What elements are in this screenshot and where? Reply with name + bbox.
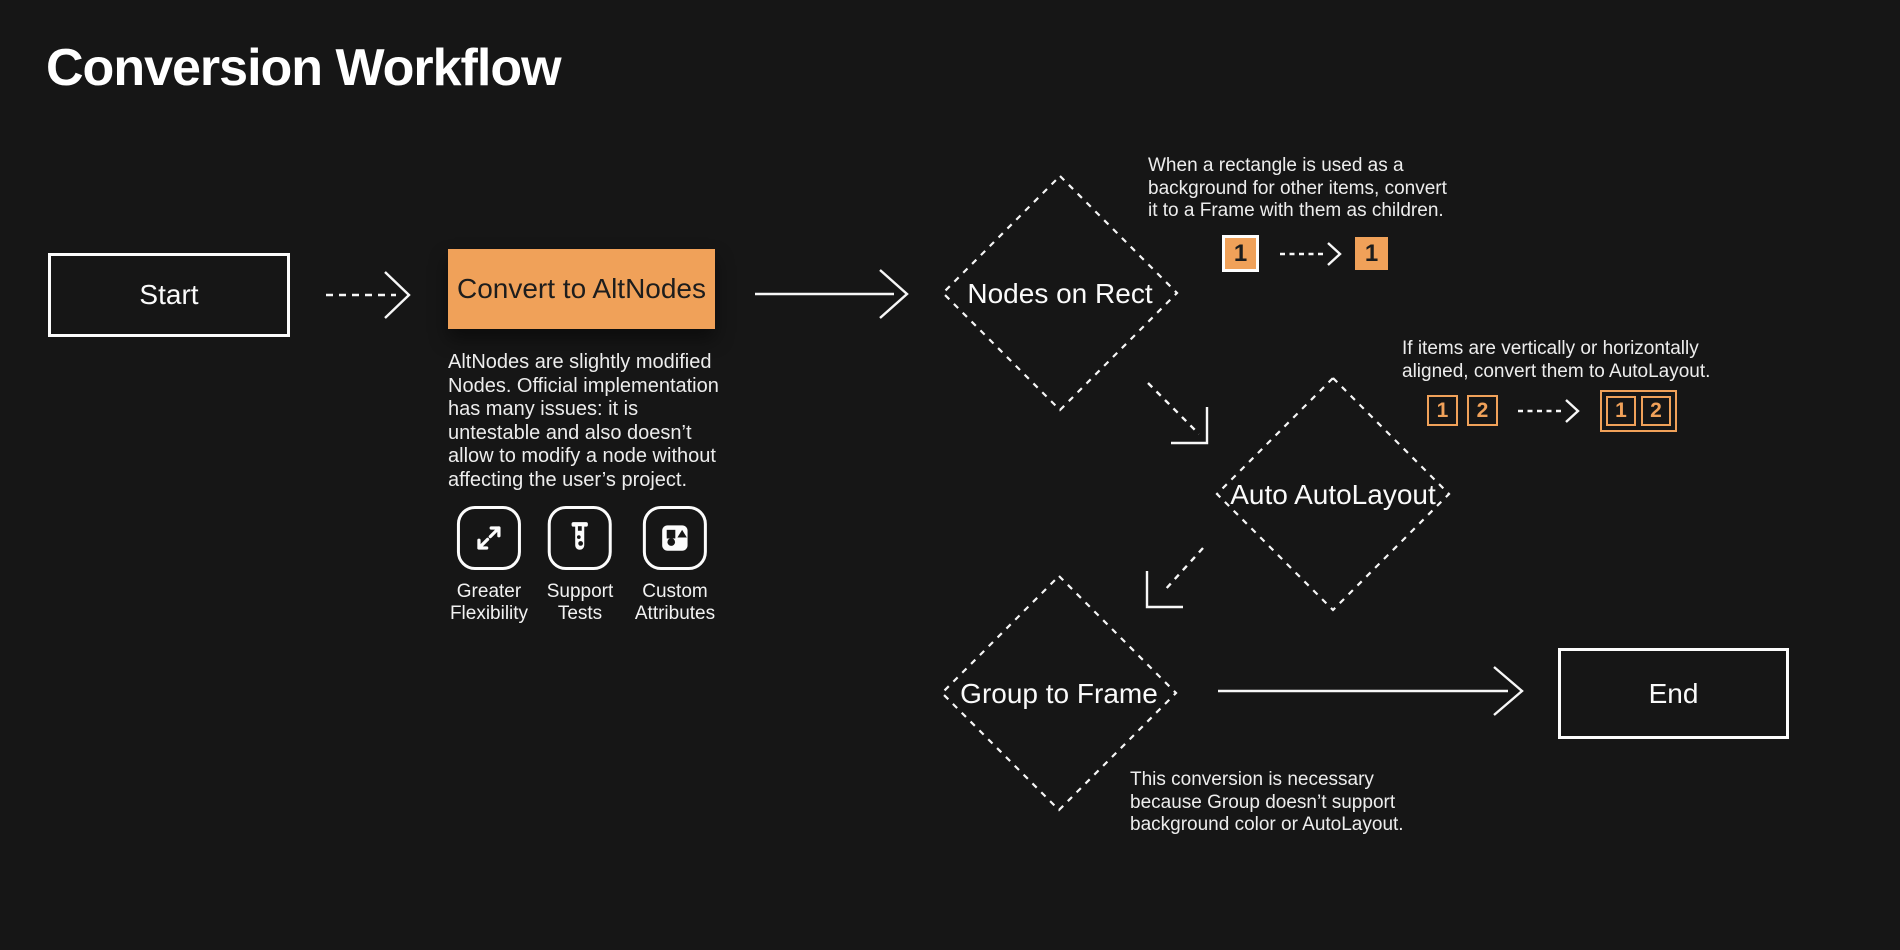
feature-label: Support Tests [546, 581, 614, 624]
rect-with-item-before: 1 [1222, 235, 1259, 272]
item-number: 2 [1650, 399, 1662, 422]
arrow-group-to-frame-to-end [1218, 666, 1524, 716]
autolayout-group: 1 2 [1600, 390, 1677, 432]
end-label: End [1648, 677, 1699, 709]
autolayout-example-arrow [1518, 399, 1580, 423]
start-node[interactable]: Start [48, 253, 290, 337]
feature-tile [547, 506, 612, 570]
feature-tile [457, 506, 521, 570]
altnodes-description: AltNodes are slightly modified Nodes. Of… [448, 351, 719, 491]
arrow-auto-autolayout-to-group-to-frame [1145, 547, 1204, 609]
start-label: Start [139, 279, 199, 310]
feature-label: Greater Flexibility [449, 581, 529, 624]
frame-with-item-after: 1 [1355, 237, 1388, 270]
nodes-on-rect-label: Nodes on Rect [967, 278, 1153, 309]
auto-autolayout-note: If items are vertically or horizontally … [1402, 338, 1711, 382]
feature-support-tests: Support Tests [546, 506, 614, 625]
arrow-start-to-convert [326, 271, 411, 319]
loose-item-2: 2 [1467, 395, 1498, 426]
feature-greater-flexibility: Greater Flexibility [450, 506, 528, 625]
item-number: 1 [1436, 398, 1449, 422]
arrow-nodes-on-rect-to-auto-autolayout [1147, 382, 1209, 445]
feature-label: Custom Attributes [634, 581, 716, 624]
end-node[interactable]: End [1558, 648, 1789, 739]
test-tube-icon [571, 522, 589, 550]
feature-custom-attributes: Custom Attributes [635, 506, 715, 625]
grouped-item-2: 2 [1641, 396, 1671, 426]
convert-label: Convert to AltNodes [456, 273, 707, 304]
grouped-item-1: 1 [1606, 396, 1636, 426]
loose-item-1: 1 [1427, 395, 1458, 426]
convert-node[interactable]: Convert to AltNodes [448, 249, 715, 329]
item-number: 1 [1615, 399, 1627, 422]
auto-autolayout-label: Auto AutoLayout [1230, 479, 1436, 510]
rect-example-arrow [1280, 242, 1342, 266]
group-to-frame-label: Group to Frame [960, 678, 1158, 709]
expand-icon [477, 526, 501, 550]
page-title: Conversion Workflow [46, 39, 562, 97]
shapes-icon [662, 525, 688, 551]
arrow-convert-to-nodes-on-rect [755, 269, 909, 319]
item-number: 2 [1476, 398, 1489, 422]
feature-tile [642, 506, 707, 570]
item-number: 1 [1364, 239, 1379, 267]
group-to-frame-note: This conversion is necessary because Gro… [1130, 769, 1404, 835]
item-number: 1 [1233, 239, 1248, 267]
nodes-on-rect-note: When a rectangle is used as a background… [1148, 155, 1447, 221]
